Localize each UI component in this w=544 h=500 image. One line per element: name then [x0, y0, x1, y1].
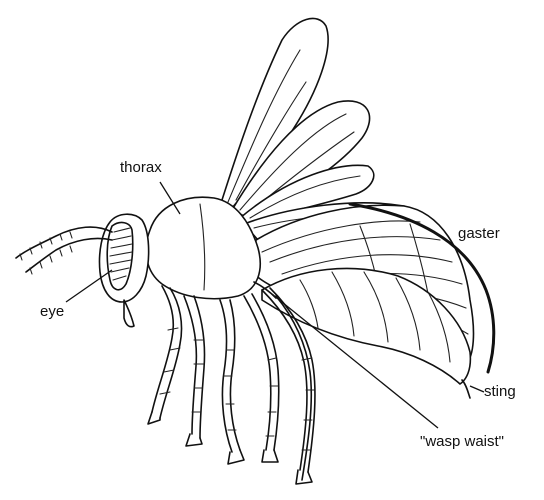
label-thorax: thorax	[120, 160, 162, 175]
legs	[148, 286, 315, 484]
sting-leader	[470, 386, 484, 392]
label-wasp-waist: "wasp waist"	[420, 434, 504, 449]
mandible	[124, 300, 134, 327]
label-eye: eye	[40, 304, 64, 319]
label-gaster: gaster	[458, 226, 500, 241]
label-sting: sting	[484, 384, 516, 399]
sting-shape	[462, 380, 470, 398]
antennae	[16, 227, 112, 274]
